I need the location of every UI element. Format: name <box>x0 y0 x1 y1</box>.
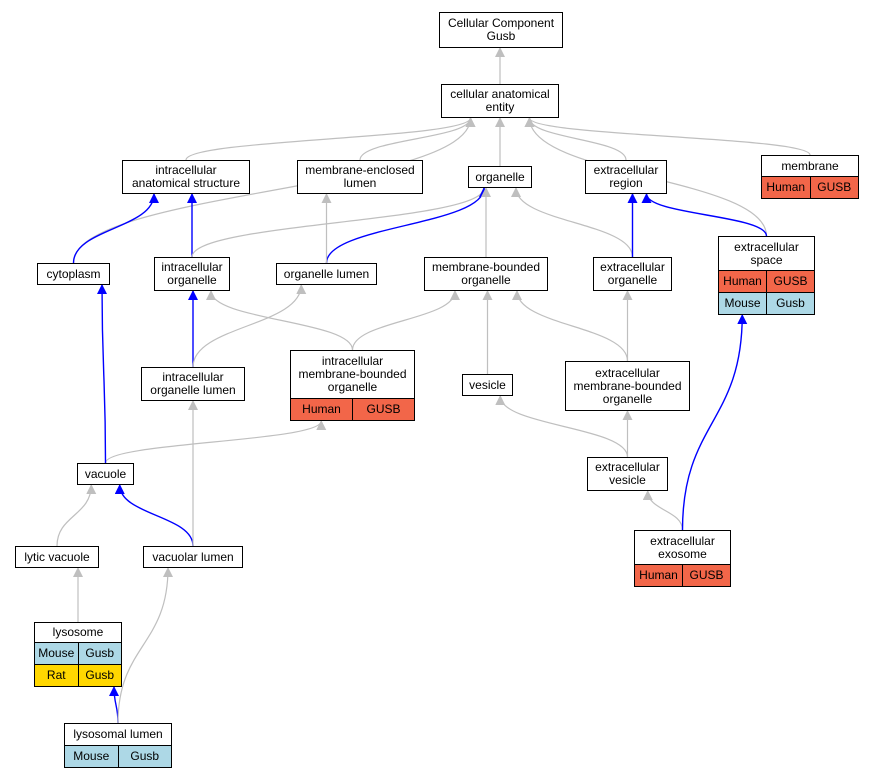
edge-cyt-to-ias <box>72 193 159 264</box>
gene-cell: Gusb <box>77 643 121 664</box>
gene-cell: GUSB <box>809 177 858 198</box>
node-label: vacuolar lumen <box>152 549 234 564</box>
node-label: Cellular Component Gusb <box>447 16 555 43</box>
node-embo[interactable]: extracellular membrane-bounded organelle <box>565 361 690 411</box>
edge-lyv-to-vac <box>56 484 97 547</box>
gene-cell: Gusb <box>766 293 814 314</box>
gene-cell: GUSB <box>682 565 730 586</box>
node-iol[interactable]: intracellular organelle lumen <box>141 367 245 401</box>
node-label: intracellular membrane-bounded organelle <box>298 354 407 394</box>
node-label: lytic vacuole <box>24 549 90 564</box>
species-cell: Human <box>762 177 810 198</box>
node-label: membrane-bounded organelle <box>431 260 541 287</box>
node-label: extracellular space <box>734 239 799 267</box>
node-label: extracellular organelle <box>600 260 665 287</box>
species-cell: Mouse <box>719 293 766 314</box>
edge-imbo-to-mbo <box>351 290 460 351</box>
edge-ico-to-org <box>191 187 489 258</box>
node-ves[interactable]: vesicle <box>462 374 513 396</box>
edge-ias-to-cae <box>185 117 476 161</box>
node-exv[interactable]: extracellular vesicle <box>587 457 668 491</box>
species-cell: Mouse <box>35 643 78 664</box>
edge-embo-to-mbo <box>512 290 629 362</box>
node-label: extracellular vesicle <box>595 460 660 487</box>
edge-vac-to-imbo <box>104 420 327 464</box>
edge-lyl-to-val <box>117 567 173 724</box>
edge-exso-to-exs <box>681 314 748 531</box>
node-ias[interactable]: intracellular anatomical structure <box>122 160 250 194</box>
node-label: cellular anatomical entity <box>450 87 550 114</box>
node-exr[interactable]: extracellular region <box>585 160 667 194</box>
edge-val-to-vac <box>114 484 194 547</box>
species-cell: Rat <box>35 665 78 686</box>
edge-mem-to-cae <box>524 117 811 156</box>
node-label: intracellular anatomical structure <box>131 163 241 190</box>
node-mbo[interactable]: membrane-bounded organelle <box>424 257 548 291</box>
node-label: membrane <box>781 158 839 173</box>
edge-iol-to-orl <box>192 284 307 368</box>
node-exo[interactable]: extracellular organelle <box>593 257 672 291</box>
node-label: vacuole <box>84 466 127 481</box>
edge-exs-to-exr <box>641 193 768 237</box>
edge-mel-to-cae <box>359 117 476 161</box>
node-val[interactable]: vacuolar lumen <box>143 546 243 568</box>
node-root[interactable]: Cellular Component Gusb <box>439 12 563 48</box>
edge-imbo-to-ico <box>206 290 354 351</box>
node-label: organelle <box>475 169 525 184</box>
edge-orl-to-org <box>325 187 489 264</box>
species-cell: Mouse <box>65 746 118 767</box>
node-label: organelle lumen <box>283 266 370 281</box>
node-label: extracellular exosome <box>650 533 715 561</box>
edge-exo-to-org <box>511 187 634 258</box>
node-label: lysosome <box>52 625 104 639</box>
node-label: cytoplasm <box>46 266 101 281</box>
node-org[interactable]: organelle <box>468 166 532 188</box>
species-cell: Human <box>635 565 682 586</box>
gene-cell: GUSB <box>352 399 414 420</box>
gene-cell: GUSB <box>766 271 814 292</box>
node-vac[interactable]: vacuole <box>77 463 134 485</box>
edge-vac-to-cyt <box>97 284 108 464</box>
species-cell: Human <box>291 399 352 420</box>
node-label: intracellular organelle <box>161 260 223 287</box>
node-label: intracellular organelle lumen <box>150 370 236 397</box>
node-label: membrane-enclosed lumen <box>305 163 415 190</box>
node-ico[interactable]: intracellular organelle <box>154 257 230 291</box>
node-label: vesicle <box>469 377 506 392</box>
species-cell: Human <box>719 271 766 292</box>
node-cyt[interactable]: cytoplasm <box>37 263 110 285</box>
edge-lyl-to-lys <box>109 686 120 724</box>
node-label: extracellular region <box>593 163 659 190</box>
edge-exv-to-ves <box>495 395 629 458</box>
node-orl[interactable]: organelle lumen <box>276 263 377 285</box>
node-mel[interactable]: membrane-enclosed lumen <box>297 160 423 194</box>
node-label: extracellular membrane-bounded organelle <box>573 365 682 406</box>
node-imbo[interactable]: intracellular membrane-bounded organelle… <box>290 350 415 421</box>
node-cae[interactable]: cellular anatomical entity <box>441 84 559 118</box>
gene-cell: Gusb <box>77 665 121 686</box>
node-lyv[interactable]: lytic vacuole <box>15 546 99 568</box>
edge-exso-to-exv <box>642 490 684 531</box>
node-label: lysosomal lumen <box>73 727 163 741</box>
gene-cell: Gusb <box>117 746 171 767</box>
